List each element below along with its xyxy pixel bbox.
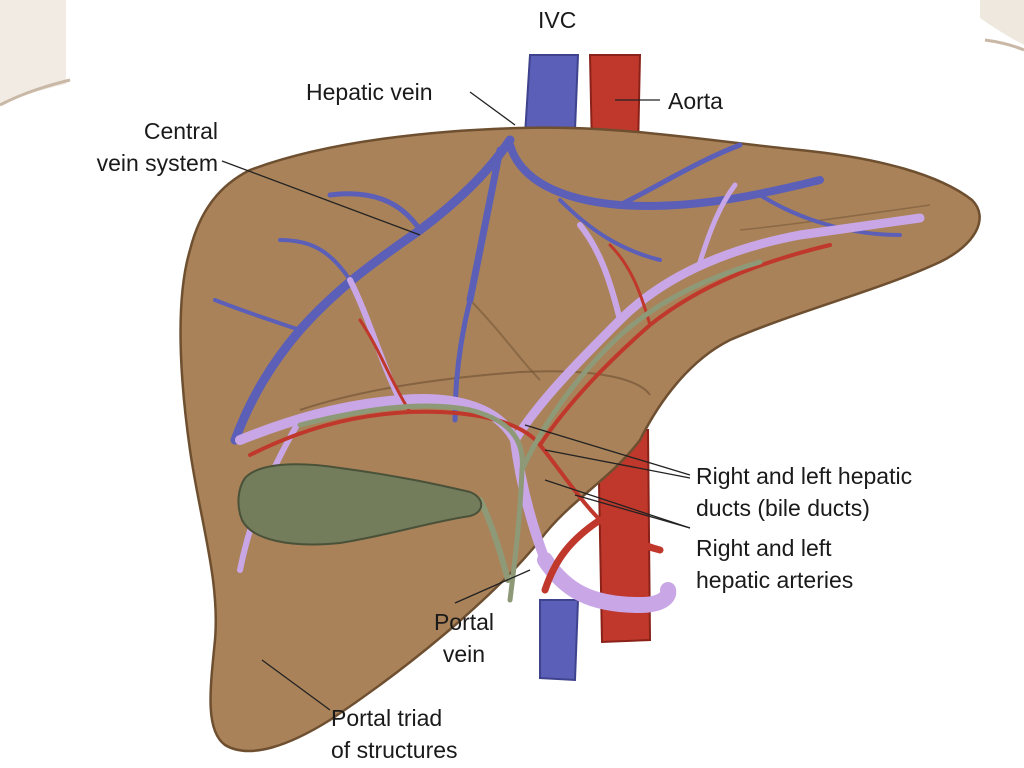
label-portal-vein-line-1: Portal — [433, 609, 495, 635]
label-portal-vein-line-2: vein — [442, 641, 486, 667]
label-hepatic-vein: Hepatic vein — [306, 79, 433, 105]
liver — [179, 126, 981, 753]
slide-decoration — [0, 0, 1024, 107]
label-portal-triad-line-2: of structures — [331, 737, 458, 763]
label-central-vein-line-2: vein system — [96, 150, 218, 176]
ivc-vessel-lower — [539, 599, 580, 682]
hepatic-arteries — [248, 243, 832, 594]
portal-vein-branches — [235, 182, 925, 614]
label-hepatic-ducts-line-1: Right and left hepatic — [696, 463, 913, 489]
label-portal-triad: Portal triad of structures — [331, 702, 458, 766]
label-ivc: IVC — [538, 7, 577, 33]
label-portal-vein: Portal vein — [420, 606, 508, 670]
label-central-vein-line-1: Central — [143, 118, 218, 144]
label-hepatic-arteries: Right and left hepatic arteries — [696, 532, 853, 596]
ivc-vessel — [523, 54, 580, 137]
label-portal-triad-line-1: Portal triad — [331, 705, 443, 731]
label-hepatic-ducts: Right and left hepatic ducts (bile ducts… — [696, 460, 912, 524]
label-hepatic-arteries-line-2: hepatic arteries — [696, 567, 854, 593]
label-central-vein-system: Central vein system — [66, 115, 218, 179]
label-hepatic-ducts-line-2: ducts (bile ducts) — [696, 495, 870, 521]
leader-lines — [221, 91, 691, 711]
label-hepatic-arteries-line-1: Right and left — [696, 535, 832, 561]
label-aorta: Aorta — [668, 88, 723, 114]
gallbladder — [237, 463, 483, 546]
bile-ducts — [297, 259, 763, 603]
